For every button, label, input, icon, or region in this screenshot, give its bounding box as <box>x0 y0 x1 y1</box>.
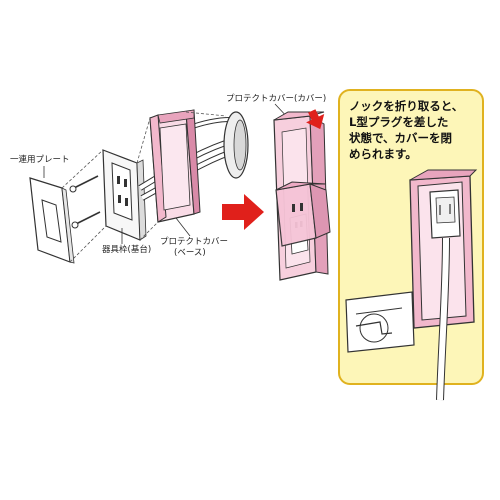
red-arrow-right <box>222 194 264 230</box>
protect-cover-base <box>149 109 201 223</box>
assembled-protect-cover <box>273 111 331 281</box>
cover-base-label-line1: プロテクトカバー <box>160 237 229 247</box>
callout-line-4: められます。 <box>349 146 417 161</box>
frame-label: 器具枠(基台) <box>102 245 152 255</box>
callout-line-1: ノックを折り取ると、 <box>349 99 464 113</box>
mounting-screws <box>69 175 101 229</box>
cover-base-label-line2: (ベース) <box>174 248 206 258</box>
callout-line-3: 状態で、カバーを閉 <box>349 130 453 145</box>
callout-text: ノックを折り取ると、 L型プラグを差した 状態で、カバーを閉 められます。 <box>349 99 481 162</box>
wall-box-disc <box>223 111 249 179</box>
callout-panel: ノックを折り取ると、 L型プラグを差した 状態で、カバーを閉 められます。 <box>338 89 484 385</box>
callout-line-2: L型プラグを差した <box>349 114 449 129</box>
plate-label: 一連用プレート <box>10 155 70 165</box>
device-frame <box>102 149 147 241</box>
single-gang-plate <box>29 177 75 264</box>
cover-cover-label: プロテクトカバー(カバー) <box>226 94 327 104</box>
red-arrow-down <box>306 109 325 130</box>
assembly-guide-lines <box>61 111 227 263</box>
